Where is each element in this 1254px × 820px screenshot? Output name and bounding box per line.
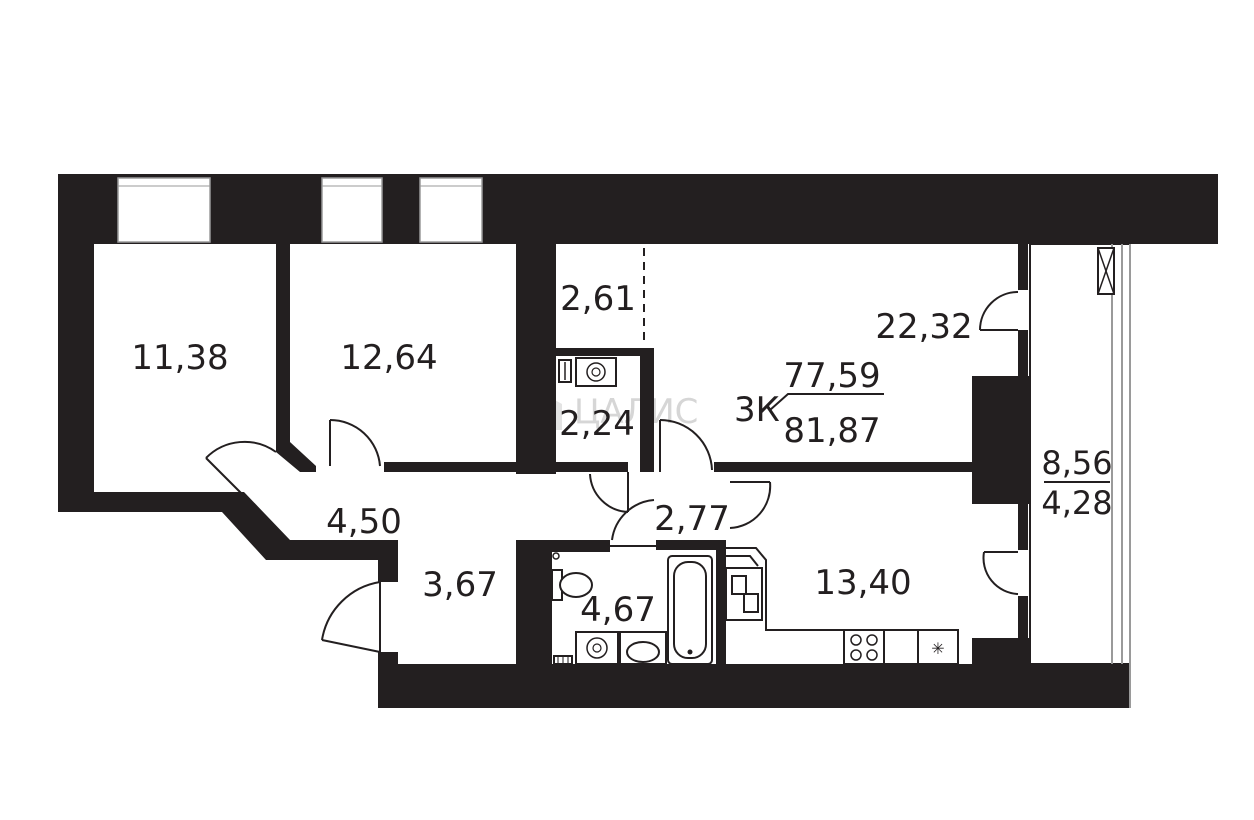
washing-machine-icon — [575, 357, 617, 387]
room-a-area: 11,38 — [131, 338, 228, 378]
towel-rail-icon — [553, 655, 573, 665]
window-3 — [419, 177, 483, 243]
door-room-e-icon — [589, 472, 629, 513]
extractor-icon: ✳ — [917, 629, 959, 665]
bathtub-icon — [667, 555, 713, 665]
exterior-walls — [58, 174, 1218, 708]
boiler-icon — [558, 359, 572, 383]
door-kitchen-icon — [729, 481, 772, 529]
room-h-area: 4,67 — [580, 590, 656, 630]
room-b-area: 12,64 — [340, 338, 437, 378]
ventilation-icon — [1097, 247, 1115, 295]
fixtures: ✳ — [551, 357, 959, 665]
entrance-door-icon — [321, 581, 381, 653]
apartment-summary: 3К 77,59 81,87 — [734, 356, 884, 451]
window-1 — [117, 177, 211, 243]
windows — [117, 177, 483, 243]
room-j-area: 13,40 — [814, 563, 911, 603]
sink-icon — [619, 631, 667, 665]
apartment-type: 3К — [734, 390, 780, 430]
balcony-area-reduced: 4,28 — [1041, 484, 1112, 522]
apartment-living-area: 77,59 — [783, 356, 880, 396]
balcony-area-full: 8,56 — [1041, 444, 1112, 482]
room-i-area: 2,77 — [654, 499, 730, 539]
room-c-area: 2,61 — [560, 279, 636, 319]
doors — [205, 291, 1019, 653]
door-room-a-icon — [205, 440, 277, 497]
apartment-total-area: 81,87 — [783, 411, 880, 451]
stove-icon — [843, 629, 885, 665]
wall-socket-icon — [552, 552, 560, 560]
room-labels: 11,38 12,64 2,61 22,32 2,24 4,50 3,67 4,… — [131, 279, 972, 630]
door-balcony-bottom-icon — [982, 551, 1019, 595]
interior-walls — [276, 244, 1032, 670]
fraction-bar — [769, 393, 884, 411]
door-balcony-top-icon — [979, 291, 1019, 331]
room-f-area: 4,50 — [326, 502, 402, 542]
window-2 — [321, 177, 383, 243]
room-d-area: 22,32 — [875, 307, 972, 347]
room-e-area: 2,24 — [559, 404, 635, 444]
door-bathroom-icon — [610, 499, 656, 547]
svg-text:✳: ✳ — [931, 639, 944, 658]
room-g-area: 3,67 — [422, 565, 498, 605]
kitchen-sink-icon — [725, 567, 763, 621]
door-room-b-icon — [329, 418, 381, 467]
kitchen-counter-icon — [726, 547, 958, 631]
watermark-text: ЦАЛИС — [574, 392, 698, 432]
bath-washing-machine-icon — [575, 631, 619, 665]
balcony — [1029, 243, 1131, 708]
toilet-icon — [551, 569, 593, 601]
balcony-area: 8,56 4,28 — [1041, 444, 1112, 522]
fridge-icon — [883, 629, 919, 665]
door-living-room-icon — [659, 419, 713, 472]
